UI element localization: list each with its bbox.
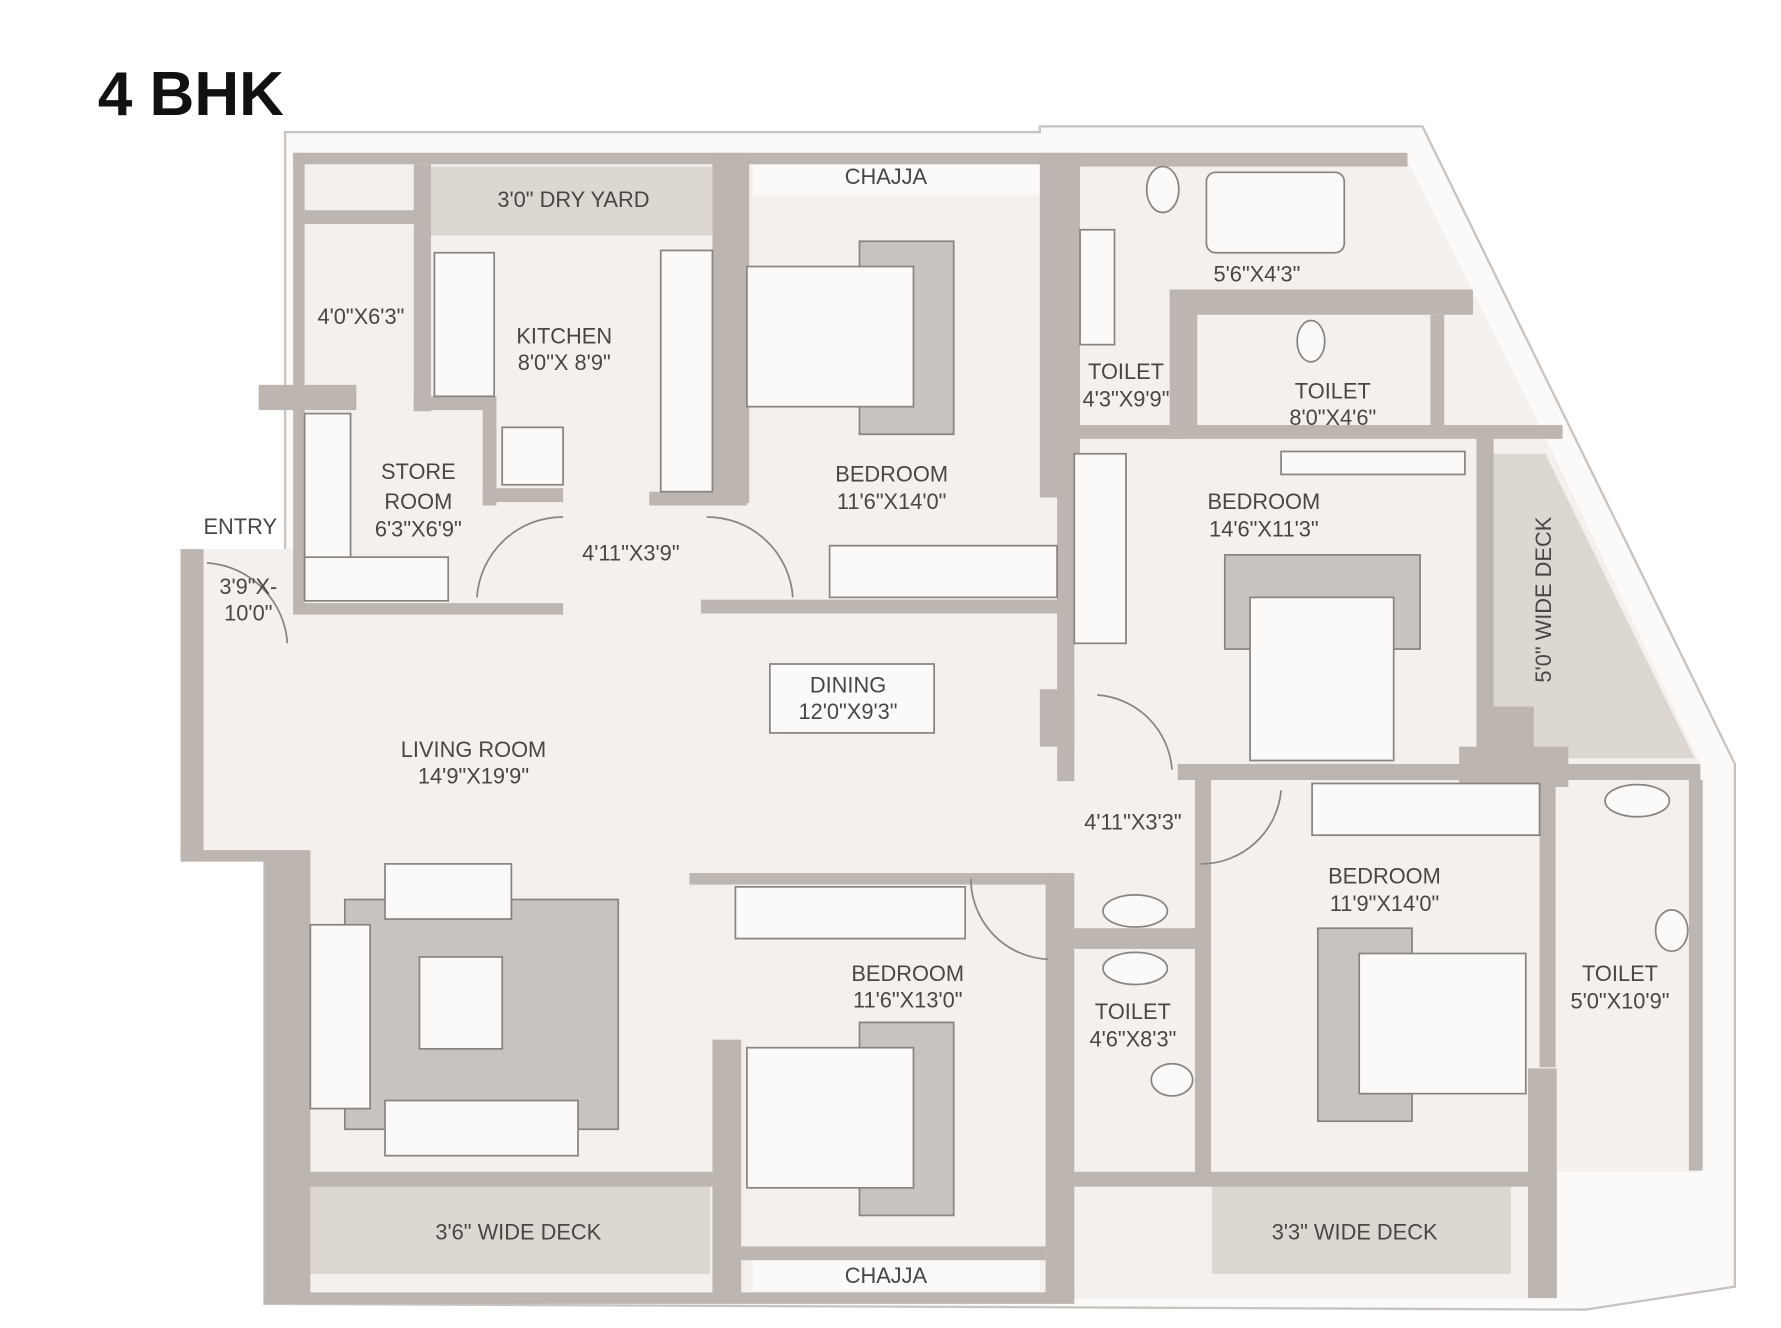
desk-bedroom2 [1280,450,1466,476]
label-entry-size1: 3'9"X- [219,574,277,599]
bed-bedroom4 [746,1046,915,1189]
door-swing-store [476,516,564,598]
wc-toilet3 [1150,1062,1194,1097]
label-dining-size: 12'0"X9'3" [798,699,897,724]
wc-toilet1 [1145,165,1180,214]
chajja-bottom-area [752,1259,1040,1292]
label-side-deck: 5'0" WIDE DECK [1531,516,1556,682]
chajja-top-area [752,160,1040,196]
label-bedroom1: BEDROOM [835,461,948,486]
basin-toilet3a [1102,894,1169,928]
label-bath-size: 5'6"X4'3" [1214,261,1301,286]
label-store: STORE [381,459,456,484]
label-kitchen-size: 8'0"X 8'9" [518,350,611,375]
dry-yard [430,166,713,236]
wardrobe-bedroom2 [1073,452,1127,645]
label-chajja-bottom: CHAJJA [845,1263,928,1288]
label-dining: DINING [810,673,886,698]
label-bedroom1-size: 11'6"X14'0" [837,489,947,514]
wardrobe-bedroom3 [1311,782,1541,837]
label-store-room: ROOM [384,489,452,514]
side-deck [1493,453,1695,759]
sofa-left [309,923,371,1110]
label-passage2: 4'11"X3'3" [1084,809,1181,834]
label-toilet3-size: 4'6"X8'3" [1089,1027,1176,1052]
door-swing-bedroom1 [706,516,794,598]
kitchen-counter-left [433,251,496,398]
basin-toilet3b [1102,951,1169,986]
label-entry: ENTRY [204,514,278,539]
label-utility-size: 4'0"X6'3" [317,304,404,329]
wardrobe-bedroom4 [734,886,967,940]
label-passage1: 4'11"X3'9" [582,541,679,566]
label-entry-size2: 10'0" [224,600,272,625]
label-toilet4-size: 5'0"X10'9" [1570,989,1669,1014]
label-kitchen: KITCHEN [516,323,612,348]
label-bedroom3-size: 11'9"X14'0" [1330,891,1440,916]
label-toilet2: TOILET [1295,379,1371,404]
door-swing-entry [206,562,289,644]
chairs-bottom [384,1099,579,1157]
label-bedroom2: BEDROOM [1207,489,1320,514]
store-shelf-bottom [303,556,450,602]
label-toilet2-size: 8'0"X4'6" [1289,405,1376,430]
label-deck-left: 3'6" WIDE DECK [435,1220,601,1245]
coffee-table [418,956,504,1050]
label-chajja-top: CHAJJA [845,164,928,189]
walls [180,152,1703,1304]
vanity-toilet1 [1079,228,1116,346]
door-swing-passage [1200,790,1282,865]
chairs-top [384,863,513,920]
label-living-size: 14'9"X19'9" [418,763,529,788]
wc-toilet2 [1296,319,1326,363]
label-dry-yard: 3'0" DRY YARD [497,187,649,212]
label-toilet3: TOILET [1095,999,1171,1024]
bed-bedroom3 [1358,952,1527,1095]
dining-table [769,663,936,734]
door-swing-bedroom2 [1097,694,1173,770]
plan-title: 4 BHK [98,60,284,129]
label-toilet1: TOILET [1088,359,1164,384]
fridge [501,426,564,486]
label-toilet4: TOILET [1582,961,1658,986]
door-swing-bedroom4 [970,878,1048,961]
bathtub [1205,171,1346,254]
basin-toilet4 [1604,783,1671,818]
bed-bedroom1 [746,265,915,408]
label-bedroom4-size: 11'6"X13'0" [853,987,963,1012]
label-bedroom2-size: 14'6"X11'3" [1209,516,1319,541]
room-labels: CHAJJA 3'0" DRY YARD 4'0"X6'3" KITCHEN 8… [204,164,1670,1288]
label-bedroom3: BEDROOM [1328,863,1441,888]
label-deck-right: 3'3" WIDE DECK [1272,1220,1438,1245]
deck-right [1212,1186,1511,1275]
deck-left [308,1186,711,1275]
furniture [206,165,1689,1217]
label-store-size: 6'3"X6'9" [375,516,462,541]
label-toilet1-size: 4'3"X9'9" [1083,387,1170,412]
label-bedroom4: BEDROOM [851,961,964,986]
wardrobe-bedroom1 [828,544,1058,599]
bed-bedroom2 [1249,596,1395,762]
label-living: LIVING ROOM [401,737,546,762]
wc-toilet4 [1654,908,1689,953]
kitchen-counter-right [659,249,714,493]
